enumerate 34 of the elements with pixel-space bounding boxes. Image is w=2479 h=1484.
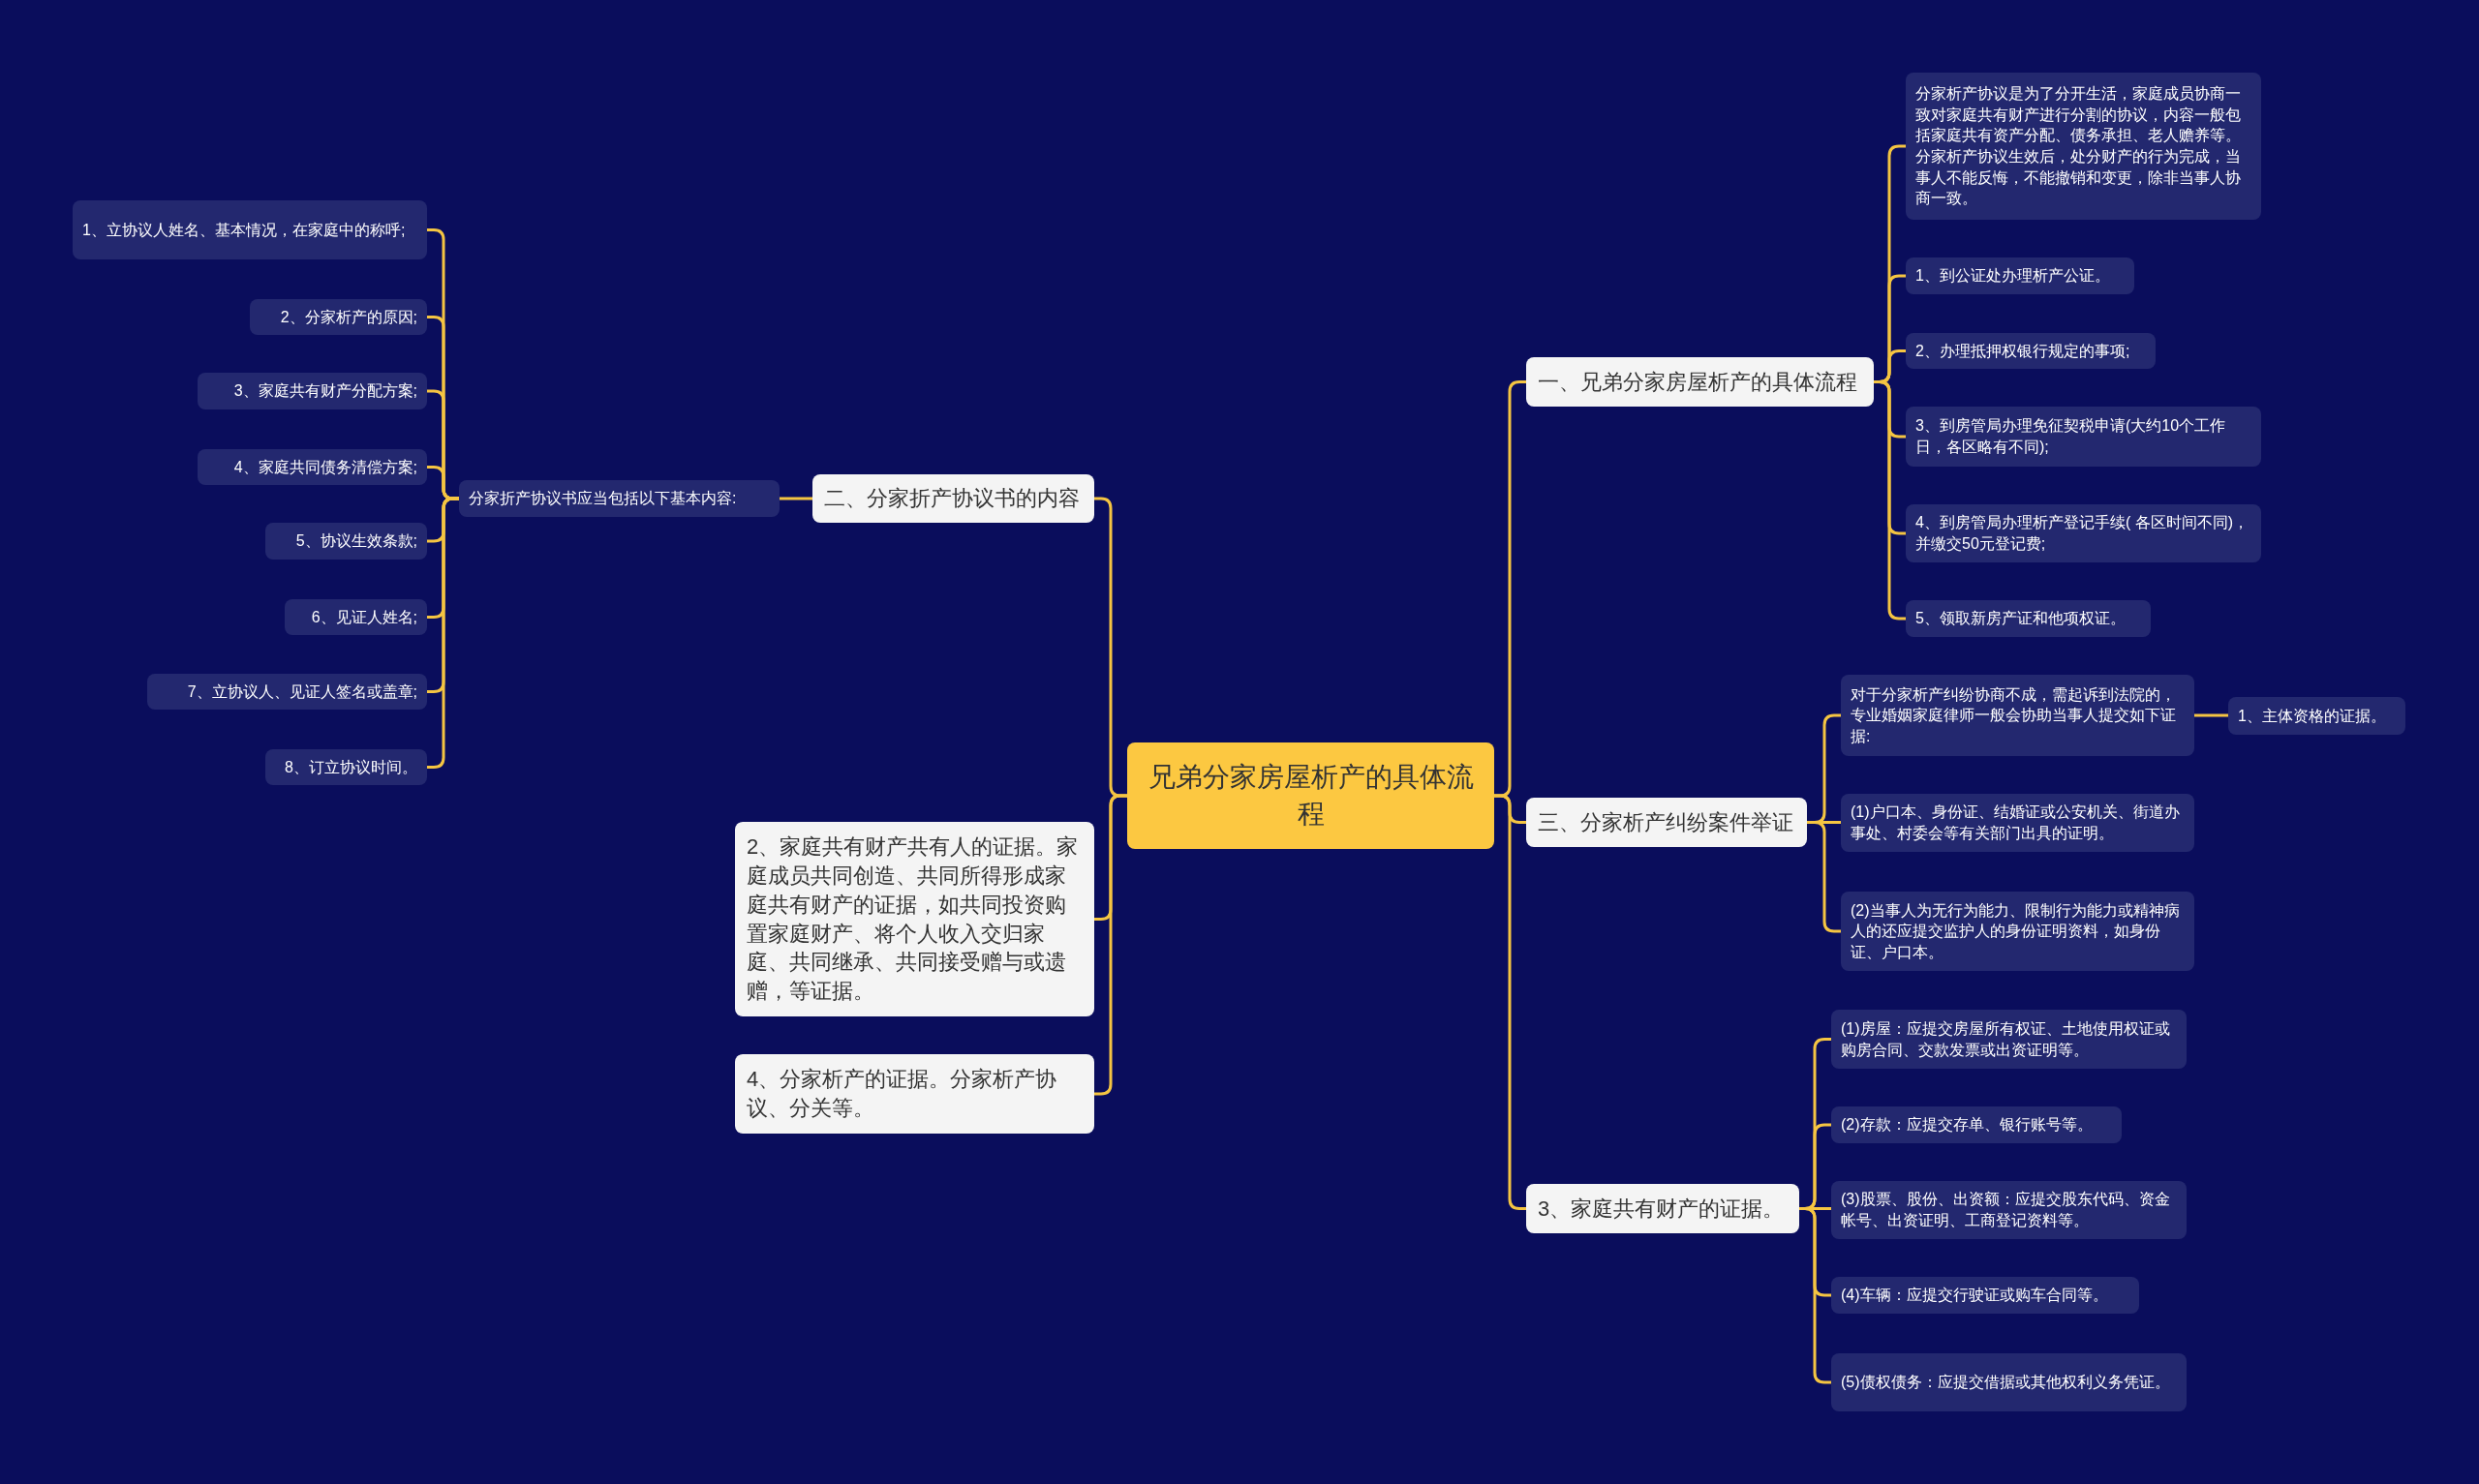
central-topic-box: 兄弟分家房屋析产的具体流程 (1127, 742, 1494, 849)
topic-box: 3、家庭共有财产的证据。 (1526, 1184, 1799, 1233)
subtopic-box: (1)户口本、身份证、结婚证或公安机关、街道办事处、村委会等有关部门出具的证明。 (1841, 794, 2194, 852)
subtopic-box: 3、到房管局办理免征契税申请(大约10个工作日，各区略有不同); (1906, 407, 2261, 467)
subtopic-box: 1、立协议人姓名、基本情况，在家庭中的称呼; (73, 200, 427, 259)
topic-box: 一、兄弟分家房屋析产的具体流程 (1526, 357, 1874, 407)
subtopic-box: (4)车辆：应提交行驶证或购车合同等。 (1831, 1277, 2139, 1314)
connector-line (2194, 713, 2228, 717)
subtopic-box: 5、领取新房产证和他项权证。 (1906, 600, 2151, 637)
connector-line (1094, 794, 1127, 1096)
subtopic-box: 7、立协议人、见证人签名或盖章; (147, 674, 427, 710)
subtopic-box: 5、协议生效条款; (265, 523, 427, 560)
subtopic-box: 对于分家析产纠纷协商不成，需起诉到法院的，专业婚姻家庭律师一般会协助当事人提交如下证据: (1841, 675, 2194, 756)
subtopic-box: 8、订立协议时间。 (265, 749, 427, 785)
subtopic-box: 1、主体资格的证据。 (2228, 697, 2405, 735)
subtopic-box: 4、到房管局办理析产登记手续( 各区时间不同)，并缴交50元登记费; (1906, 504, 2261, 562)
subtopic-box: 2、办理抵押权银行规定的事项; (1906, 333, 2156, 369)
subtopic-box: (2)存款：应提交存单、银行账号等。 (1831, 1106, 2122, 1143)
topic-box: 4、分家析产的证据。分家析产协议、分关等。 (735, 1054, 1094, 1134)
subtopic-box: (1)房屋：应提交房屋所有权证、土地使用权证或购房合同、交款发票或出资证明等。 (1831, 1010, 2187, 1069)
subtopic-box: (2)当事人为无行为能力、限制行为能力或精神病人的还应提交监护人的身份证明资料，如身份证、户口本。 (1841, 892, 2194, 971)
subtopic-box: 3、家庭共有财产分配方案; (198, 373, 427, 409)
subtopic-box: 4、家庭共同债务清偿方案; (198, 449, 427, 485)
subtopic-box: (3)股票、股份、出资额：应提交股东代码、资金帐号、出资证明、工商登记资料等。 (1831, 1181, 2187, 1239)
subtopic-box: (5)债权债务：应提交借据或其他权利义务凭证。 (1831, 1353, 2187, 1411)
subtopic-box: 分家析产协议是为了分开生活，家庭成员协商一致对家庭共有财产进行分割的协议，内容一般包括家庭共有资产分配、债务承担、老人赡养等。分家析产协议生效后，处分财产的行为完成，当事人不能反悔，不能撤销和变更，除非当事人协商一致。 (1906, 73, 2261, 220)
topic-box: 2、家庭共有财产共有人的证据。家庭成员共同创造、共同所得形成家庭共有财产的证据，如共同投资购置家庭财产、将个人收入交归家庭、共同继承、共同接受赠与或遗赠，等证据。 (735, 822, 1094, 1016)
connector-line (780, 497, 812, 500)
subtopic-box: 分家折产协议书应当包括以下基本内容: (459, 480, 780, 517)
subtopic-box: 6、见证人姓名; (285, 599, 427, 635)
subtopic-box: 1、到公证处办理析产公证。 (1906, 257, 2134, 294)
topic-box: 三、分家析产纠纷案件举证 (1526, 798, 1807, 847)
subtopic-box: 2、分家析产的原因; (250, 299, 427, 335)
topic-box: 二、分家折产协议书的内容 (812, 474, 1094, 523)
